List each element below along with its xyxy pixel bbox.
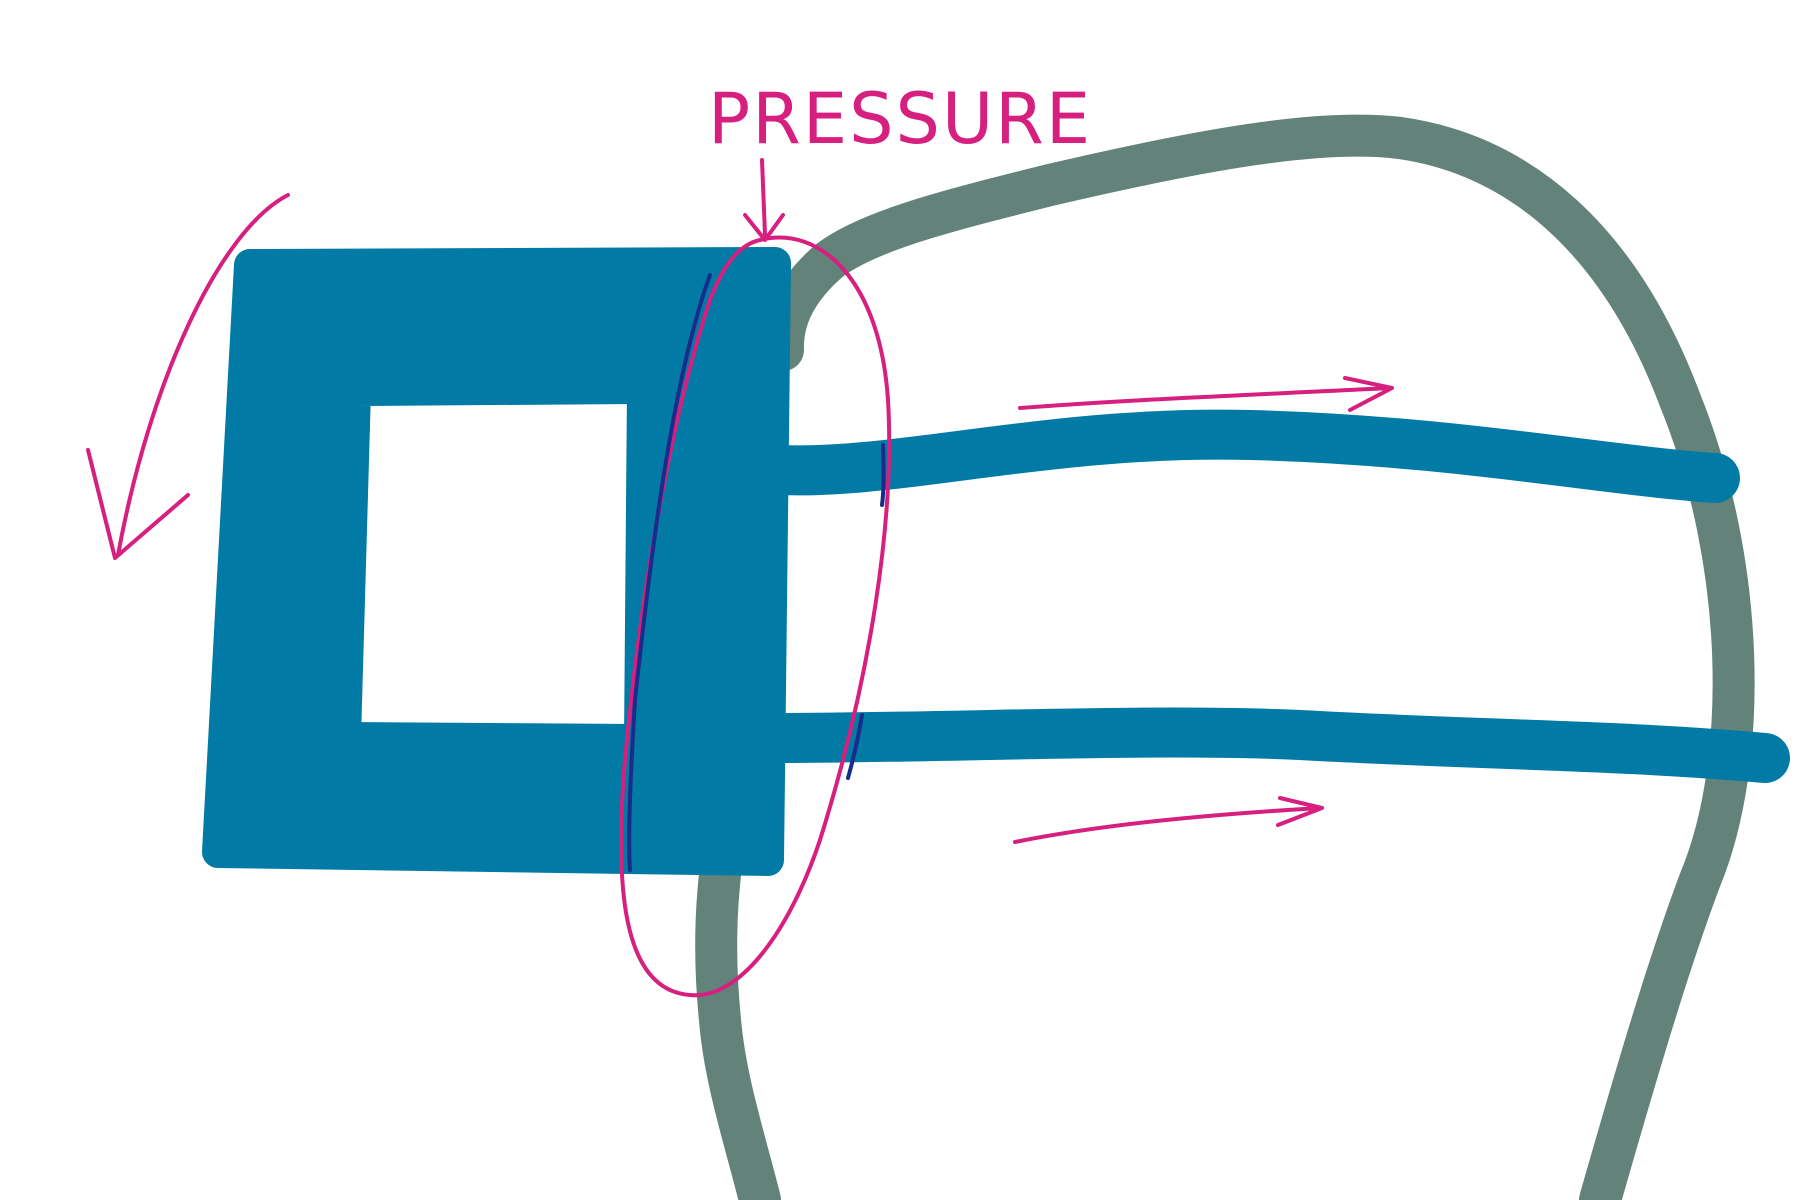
overlap-ellipse-lower-strap xyxy=(846,713,864,780)
overlap-ellipse-upper-strap xyxy=(880,443,886,507)
head-outline-back xyxy=(761,114,1755,1200)
strap-lower xyxy=(745,707,1790,783)
head-outline-front xyxy=(695,854,781,1200)
arrow-strap-lower-right xyxy=(1013,796,1324,844)
pressure-pointer-arrow xyxy=(743,158,785,242)
arrow-pull-left xyxy=(86,193,290,560)
strap-upper xyxy=(755,409,1740,503)
pressure-ellipse xyxy=(619,235,892,998)
buckle-frame xyxy=(202,247,791,876)
head-outline xyxy=(695,114,1755,1200)
arrow-strap-upper-right xyxy=(1018,376,1394,412)
pressure-annotation xyxy=(86,158,1394,998)
overlap-tint xyxy=(627,273,886,872)
pressure-label: PRESSURE xyxy=(708,78,1092,160)
strap-and-buckle xyxy=(202,247,1790,876)
overlap-ellipse-left-edge xyxy=(627,273,712,872)
